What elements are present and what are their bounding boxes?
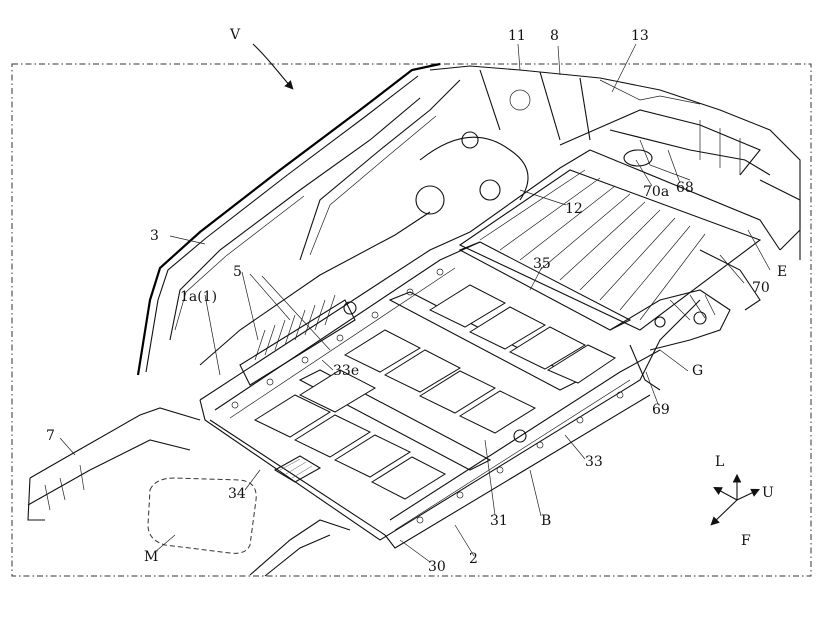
label-2: 2: [469, 551, 478, 567]
label-11: 11: [508, 28, 526, 44]
direction-axes: [710, 473, 760, 526]
label-12: 12: [565, 201, 583, 217]
ribbed-bracket: [239, 294, 356, 386]
label-m: M: [144, 549, 158, 565]
front-frame: [27, 407, 351, 577]
battery-cells: [253, 284, 617, 500]
rear-suspension: [609, 249, 761, 391]
label-1a: 1a(1): [180, 289, 217, 305]
rear-compartment: [415, 65, 801, 260]
mounting-bolts: [231, 268, 624, 524]
label-7: 7: [46, 428, 55, 444]
label-70: 70: [752, 280, 770, 296]
access-lid: [273, 455, 322, 483]
region-m-outline: [147, 477, 257, 554]
label-b: B: [541, 513, 551, 529]
axis-label-l: L: [715, 454, 724, 470]
axis-label-u: U: [762, 485, 774, 501]
axis-label-f: F: [741, 533, 751, 549]
label-35: 35: [533, 256, 551, 272]
figure-frame: [11, 63, 812, 577]
label-e: E: [777, 264, 787, 280]
label-31: 31: [490, 513, 508, 529]
label-v: V: [229, 27, 241, 43]
label-8: 8: [550, 28, 559, 44]
label-3: 3: [150, 228, 159, 244]
label-5: 5: [233, 264, 242, 280]
windshield-frame: [136, 62, 461, 376]
label-33e: 33e: [333, 363, 359, 379]
label-g: G: [692, 363, 703, 379]
label-13: 13: [631, 28, 649, 44]
label-33: 33: [585, 454, 603, 470]
battery-tray: [199, 149, 781, 549]
label-68: 68: [676, 180, 694, 196]
leader-lines: [59, 43, 771, 563]
reference-labels: V 11 8 13 70a 68 12 3 5 1a(1) 35 70 E 33…: [46, 27, 787, 575]
label-34: 34: [228, 486, 246, 502]
label-70a: 70a: [643, 184, 669, 200]
label-69: 69: [652, 402, 670, 418]
label-30: 30: [428, 559, 446, 575]
